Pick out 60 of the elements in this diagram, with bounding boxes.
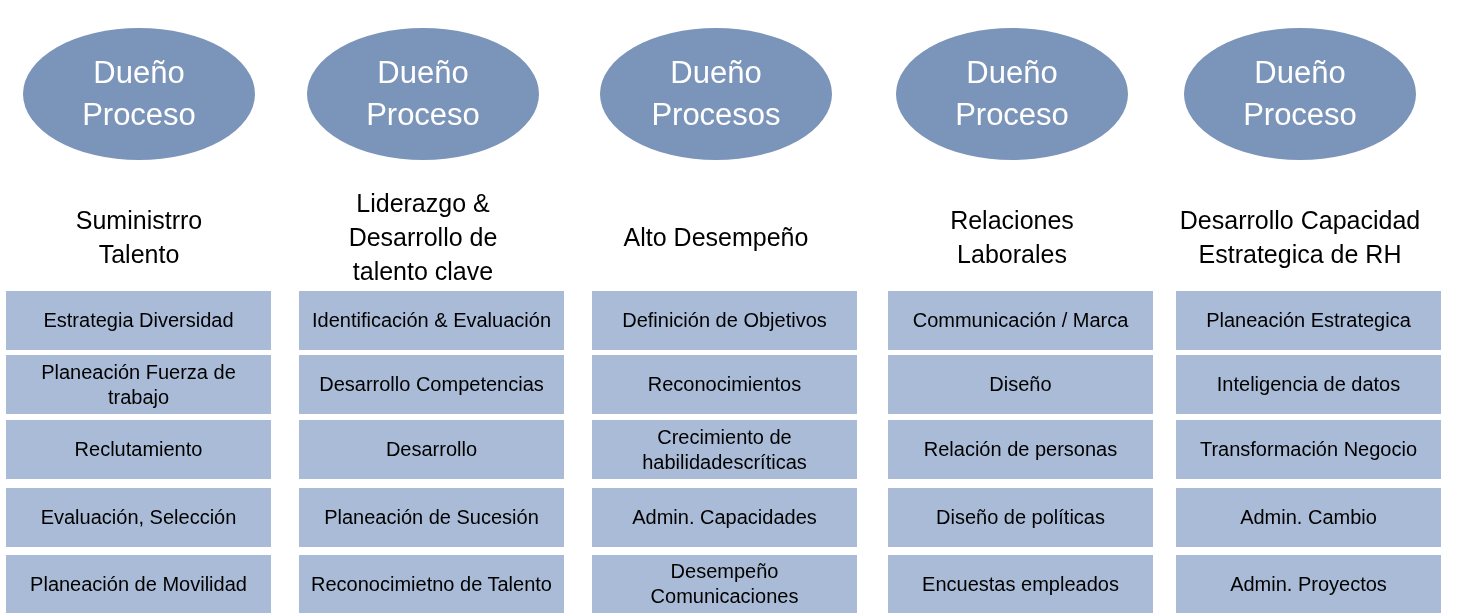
ellipse-label: Dueño Proceso xyxy=(1242,54,1358,134)
ellipse-label: Dueño Proceso xyxy=(81,54,197,134)
activity-label: Admin. Proyectos xyxy=(1230,571,1387,597)
activity-label: Desarrollo Competencias xyxy=(319,372,544,397)
activity-box xyxy=(592,488,857,547)
activity-label: Crecimiento de habilidadescríticas xyxy=(641,424,808,475)
activity-label: Diseño de políticas xyxy=(936,505,1105,530)
activity-label: Identificación & Evaluación xyxy=(311,308,551,333)
activity-box xyxy=(592,420,857,479)
activity-box xyxy=(1176,555,1441,613)
activity-label: Planeación de Movilidad xyxy=(30,571,247,597)
column-heading: Alto Desempeño xyxy=(623,222,809,253)
activity-label: Desempeño Comunicaciones xyxy=(649,559,800,609)
activity-box xyxy=(1176,488,1441,547)
activity-label: Desarrollo xyxy=(385,437,478,462)
activity-box xyxy=(592,291,857,350)
activity-box xyxy=(299,355,564,414)
activity-label: Definición de Objetivos xyxy=(622,308,827,333)
activity-box xyxy=(592,555,857,613)
column-heading: Desarrollo Capacidad Estrategica de RH xyxy=(1178,205,1422,270)
activity-label: Estrategia Diversidad xyxy=(43,308,234,333)
activity-box xyxy=(299,420,564,479)
activity-box xyxy=(6,355,271,414)
activity-label: Admin. Cambio xyxy=(1240,505,1377,530)
activity-box xyxy=(592,355,857,414)
activity-label: Reclutamiento xyxy=(74,437,203,462)
activity-label: Relación de personas xyxy=(923,437,1118,462)
activity-label: Planeación de Sucesión xyxy=(324,505,539,530)
activity-label: Communicación / Marca xyxy=(912,308,1129,333)
activity-label: Transformación Negocio xyxy=(1199,437,1418,462)
activity-box xyxy=(1176,291,1441,350)
activity-label: Inteligencia de datos xyxy=(1216,372,1401,397)
column-heading: Relaciones Laborales xyxy=(949,205,1075,270)
activity-box xyxy=(6,420,271,479)
activity-label: Reconocimientos xyxy=(647,372,802,397)
activity-box xyxy=(888,355,1153,414)
activity-label: Admin. Capacidades xyxy=(632,505,817,530)
activity-label: Reconocimietno de Talento xyxy=(311,571,552,597)
activity-box xyxy=(299,291,564,350)
activity-box xyxy=(6,488,271,547)
activity-label: Diseño xyxy=(989,372,1052,397)
activity-box xyxy=(6,291,271,350)
ellipse-label: Dueño Proceso xyxy=(954,54,1070,134)
activity-box xyxy=(299,488,564,547)
activity-box xyxy=(6,555,271,613)
activity-box xyxy=(1176,420,1441,479)
ellipse-label: Dueño Proceso xyxy=(365,54,481,134)
activity-box xyxy=(888,420,1153,479)
column-heading: Liderazgo & Desarrollo de talento clave xyxy=(347,188,499,287)
activity-box xyxy=(299,555,564,613)
activity-box xyxy=(1176,355,1441,414)
activity-box xyxy=(888,291,1153,350)
activity-box xyxy=(888,488,1153,547)
activity-label: Encuestas empleados xyxy=(922,571,1119,597)
activity-box xyxy=(888,555,1153,613)
ellipse-label: Dueño Procesos xyxy=(650,54,782,134)
activity-label: Evaluación, Selección xyxy=(40,505,237,530)
activity-label: Planeación Estrategica xyxy=(1206,308,1411,333)
activity-label: Planeación Fuerza de trabajo xyxy=(40,359,237,410)
column-heading: Suministrro Talento xyxy=(74,205,204,270)
